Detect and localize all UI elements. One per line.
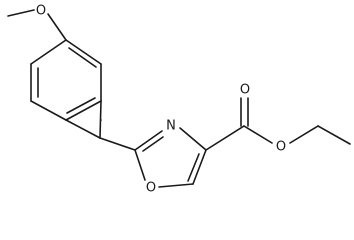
- atom-label: O: [36, 4, 46, 19]
- bond-o-c2: [134, 149, 146, 181]
- bond-benz-1-inner: [68, 47, 97, 68]
- atom-o-ester: O: [276, 140, 286, 155]
- atom-o-ring: O: [146, 181, 156, 196]
- atom-label: O: [146, 181, 156, 196]
- bond-ring-ch2: [65, 119, 101, 139]
- bond-ch2-up: [99, 100, 102, 139]
- atom-o-carbonyl: O: [240, 83, 250, 98]
- bond-methyl-o: [7, 9, 35, 17]
- bond-benz-3: [65, 100, 102, 121]
- bond-ch2-ch3: [317, 125, 351, 145]
- bond-o-ring: [47, 13, 67, 41]
- bond-benz-4: [30, 100, 67, 121]
- atom-o-methoxy: O: [36, 4, 46, 19]
- structure-canvas: O N O O O: [7, 4, 351, 196]
- bond-carbonyl-oester: [243, 125, 273, 144]
- bond-oester-ch2: [289, 125, 319, 144]
- atom-label: O: [276, 140, 286, 155]
- bond-c5-o: [158, 183, 194, 188]
- bond-ch2-c2: [99, 137, 136, 151]
- bond-c2-n-inner: [142, 136, 164, 152]
- bond-c4-carbonyl: [205, 125, 245, 151]
- bond-c4-c5: [192, 149, 207, 185]
- atom-label: O: [240, 83, 250, 98]
- bond-n-c4: [179, 127, 207, 151]
- atom-n-ring: N: [166, 119, 176, 134]
- bond-benz-1: [65, 39, 102, 65]
- bond-benz-3-inner: [66, 97, 96, 114]
- bond-c4-c5-inner: [187, 153, 200, 182]
- bond-benz-6: [30, 39, 67, 65]
- molecule-diagram: O N O O O: [7, 4, 351, 196]
- atom-label: N: [166, 119, 176, 134]
- bond-c2-n: [134, 130, 163, 151]
